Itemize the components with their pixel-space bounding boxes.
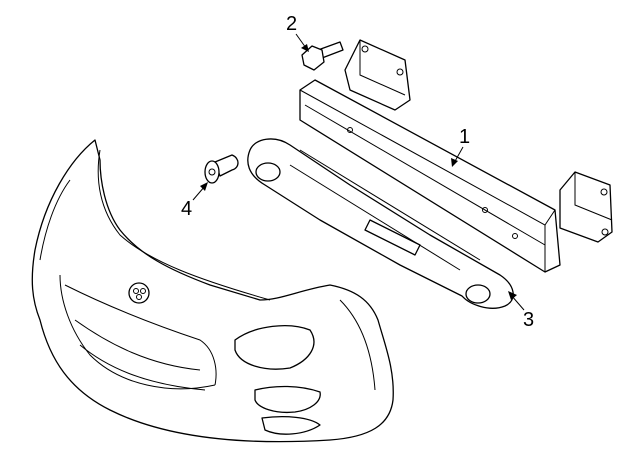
- callout-4: 4: [181, 182, 208, 220]
- callout-3: 3: [508, 291, 534, 331]
- callout-label-1: 1: [459, 126, 470, 148]
- callout-label-4: 4: [181, 198, 192, 220]
- callout-2: 2: [286, 13, 309, 52]
- reinforcement-bar: [299, 39, 613, 273]
- push-clip: [204, 154, 239, 184]
- energy-absorber: [247, 138, 514, 309]
- bumper-cover: [31, 139, 394, 443]
- callout-label-2: 2: [286, 13, 297, 35]
- emblem: [128, 282, 150, 304]
- bolt: [301, 41, 344, 71]
- callout-1: 1: [451, 126, 470, 167]
- callout-label-3: 3: [523, 309, 534, 331]
